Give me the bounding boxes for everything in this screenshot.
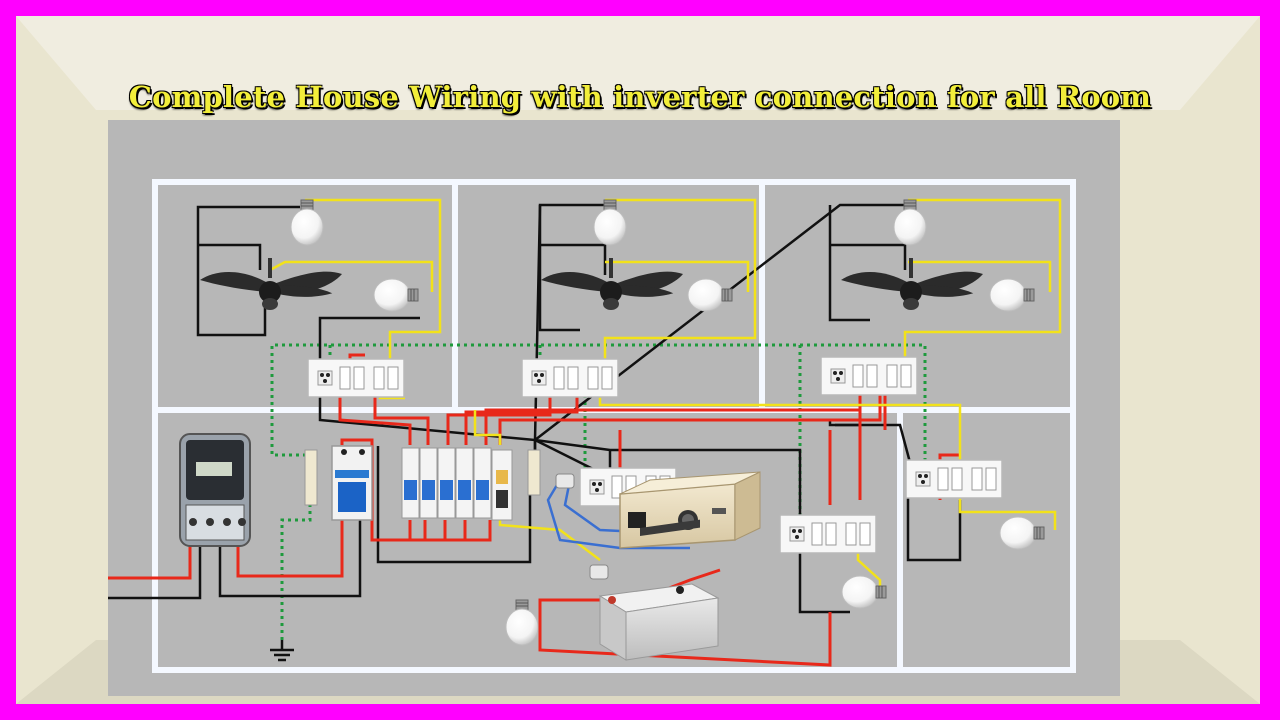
switch-board-icon[interactable] xyxy=(521,358,619,398)
earth-symbol-icon xyxy=(270,640,294,662)
plug-icon xyxy=(555,473,575,489)
switch-board-icon[interactable] xyxy=(820,356,918,396)
main-switch-icon[interactable] xyxy=(331,445,373,521)
switch-board-icon[interactable] xyxy=(307,358,405,398)
neutral-wires xyxy=(108,203,962,614)
mcb-icon[interactable] xyxy=(455,447,474,519)
plug-icon xyxy=(589,564,609,580)
mcb-icon[interactable] xyxy=(473,447,492,519)
energy-meter-icon xyxy=(179,433,251,547)
diagram-title: Complete House Wiring with inverter conn… xyxy=(128,80,1152,114)
mcb-bank xyxy=(401,447,492,519)
rccb-icon[interactable] xyxy=(491,449,513,521)
battery-icon xyxy=(598,519,720,661)
switch-board-icon[interactable] xyxy=(779,514,877,554)
mcb-icon[interactable] xyxy=(437,447,456,519)
bus-bar-icon xyxy=(527,449,541,496)
bus-bar-icon xyxy=(304,449,318,506)
mcb-icon[interactable] xyxy=(419,447,438,519)
mcb-icon[interactable] xyxy=(401,447,420,519)
switch-board-icon[interactable] xyxy=(905,459,1003,499)
